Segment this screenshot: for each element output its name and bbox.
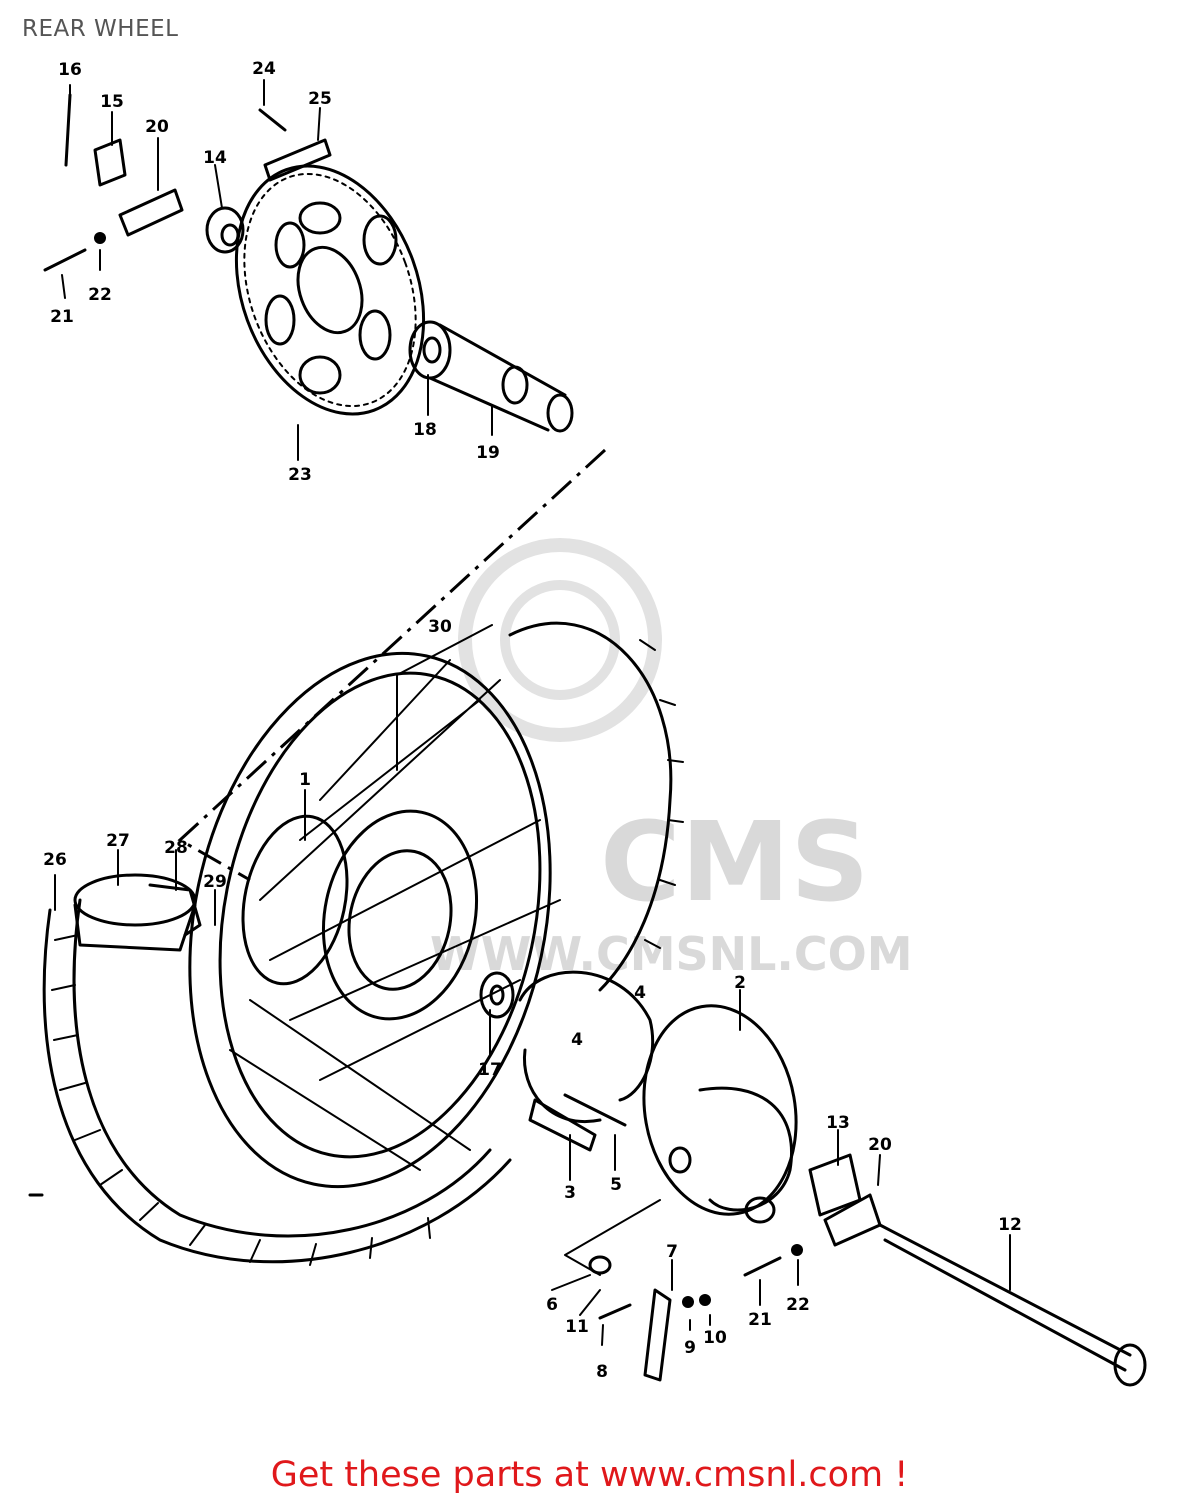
footer-link-text[interactable]: Get these parts at www.cmsnl.com !: [270, 1455, 909, 1495]
callout-4-upper: 4: [634, 983, 646, 1003]
brake-cam-lever: [588, 1244, 803, 1382]
sprocket-axle-sleeve: [408, 320, 574, 433]
callout-19: 19: [476, 443, 500, 463]
assembly-bracket-30: [396, 624, 493, 771]
callout-22-bottom: 22: [786, 1295, 810, 1315]
rear-axle-and-collar: [808, 1153, 1147, 1387]
callout-10: 10: [703, 1328, 727, 1348]
callout-29: 29: [203, 872, 227, 892]
tube-and-rim-band: [73, 873, 202, 952]
callout-26: 26: [43, 850, 67, 870]
callout-14: 14: [203, 148, 227, 168]
hub-bearing: [479, 971, 515, 1019]
callout-9: 9: [684, 1338, 696, 1358]
assembly-line-brake-panel: [564, 1199, 661, 1276]
watermark-brand: CMS: [600, 798, 869, 926]
leader-lines: [54, 79, 1011, 1346]
callout-17: 17: [478, 1060, 502, 1080]
callout-12: 12: [998, 1215, 1022, 1235]
callout-5: 5: [610, 1175, 622, 1195]
callout-21-top: 21: [50, 307, 74, 327]
callout-25: 25: [308, 89, 332, 109]
callout-18: 18: [413, 420, 437, 440]
callout-2: 2: [734, 973, 746, 993]
rear-sprocket: [234, 164, 426, 416]
callout-30: 30: [428, 617, 452, 637]
callout-3: 3: [564, 1183, 576, 1203]
callout-22-top: 22: [88, 285, 112, 305]
callout-20-bottom: 20: [868, 1135, 892, 1155]
brake-shoes: [518, 970, 655, 1152]
watermark: CMS WWW.CMSNL.COM: [430, 538, 913, 981]
callout-8: 8: [596, 1362, 608, 1382]
callout-24: 24: [252, 59, 276, 79]
callout-4-lower: 4: [571, 1030, 583, 1050]
callout-1: 1: [299, 770, 311, 790]
assembly-line-sprocket: [177, 448, 607, 882]
callout-6: 6: [546, 1295, 558, 1315]
top-left-small-parts: [43, 93, 332, 272]
callout-16: 16: [58, 60, 82, 80]
brake-panel: [642, 1004, 798, 1224]
callout-11: 11: [565, 1317, 589, 1337]
callout-23: 23: [288, 465, 312, 485]
callout-13: 13: [826, 1113, 850, 1133]
callout-15: 15: [100, 92, 124, 112]
callout-numbers: 16 15 20 14 24 25 22 21 23 18 19 30 1 26…: [43, 59, 1022, 1382]
callout-28: 28: [164, 838, 188, 858]
callout-7: 7: [666, 1242, 678, 1262]
callout-20-top: 20: [145, 117, 169, 137]
wheel-rim-spokes: [188, 651, 561, 1189]
watermark-url: WWW.CMSNL.COM: [430, 927, 913, 981]
callout-21-bottom: 21: [748, 1310, 772, 1330]
callout-27: 27: [106, 831, 130, 851]
rear-tyre: [42, 621, 684, 1266]
page-title: REAR WHEEL: [22, 16, 179, 42]
